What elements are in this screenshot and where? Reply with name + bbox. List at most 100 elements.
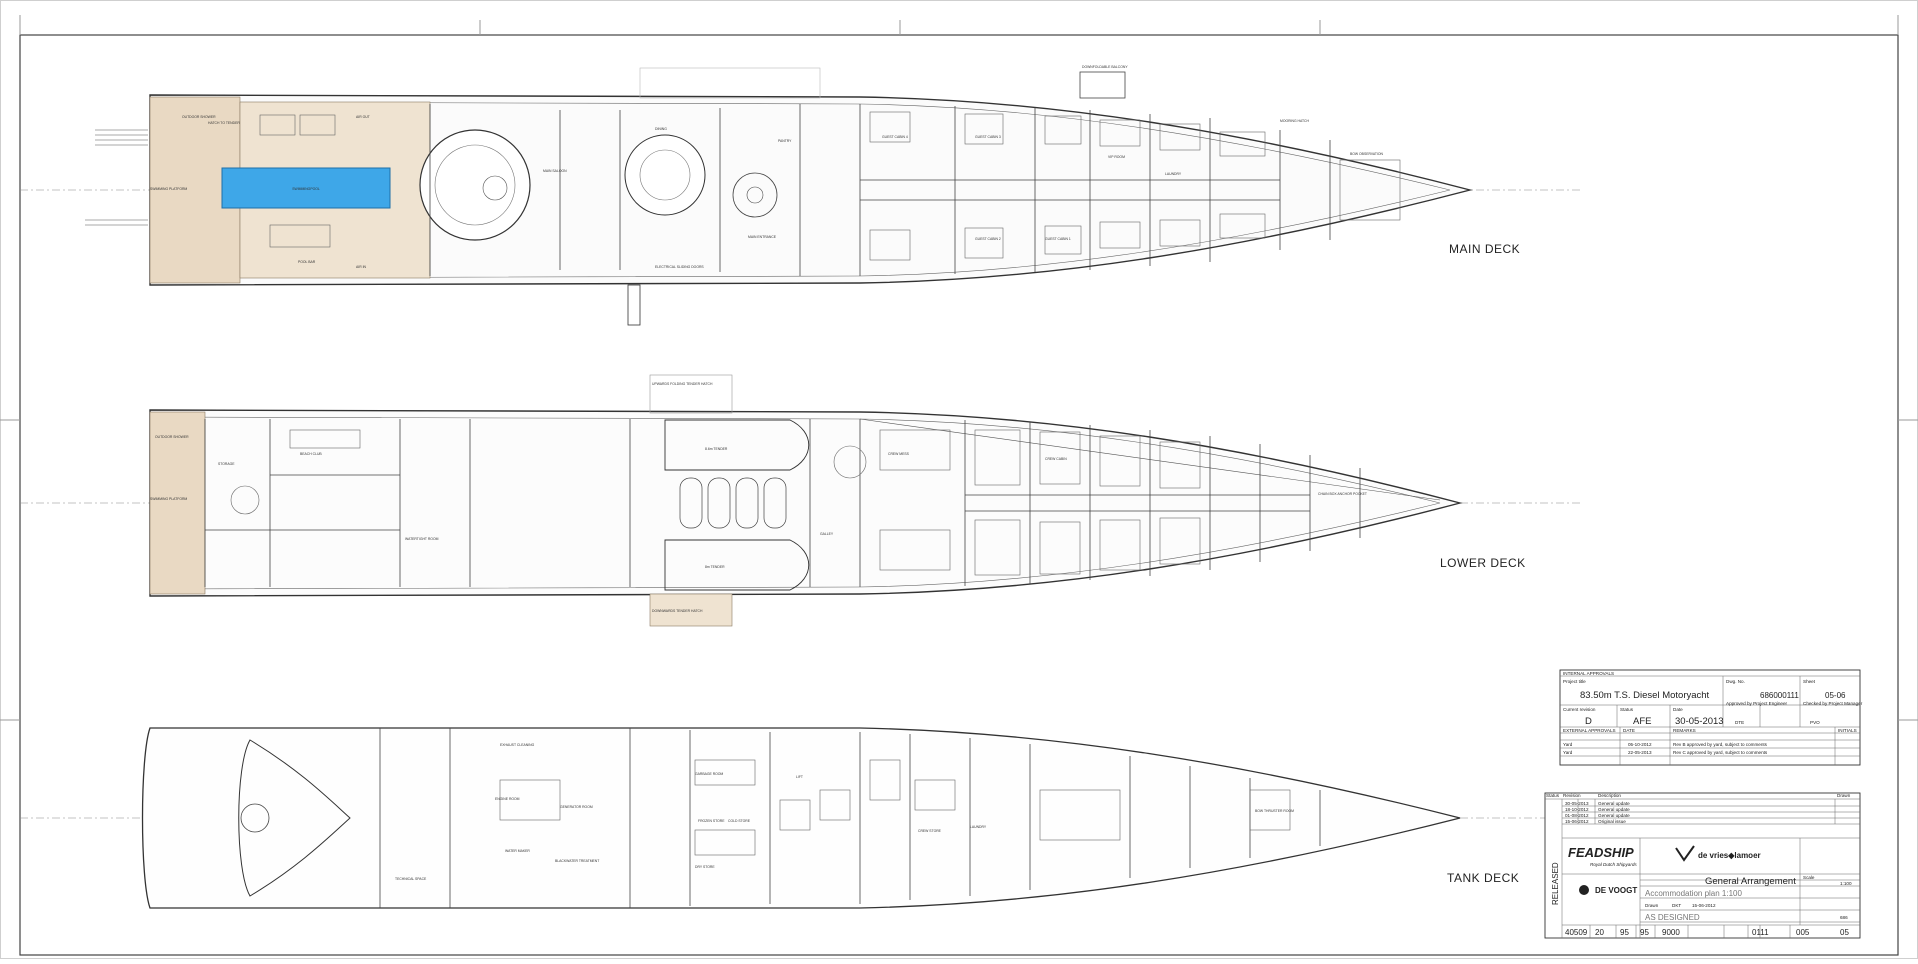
scale-label: Scale <box>1803 875 1815 880</box>
revision-3-date: 01-08-2012 <box>1565 813 1589 818</box>
main-swimming-platform-label: SWIMMING PLATFORM <box>150 187 187 191</box>
pool-bar-label: POOL BAR <box>298 260 316 264</box>
revision-4-desc: Original issue <box>1598 819 1626 824</box>
air-in-label: AIR IN <box>356 265 367 269</box>
approval-1-party: Yard <box>1563 742 1573 747</box>
devries-logo: de vries◆lamoer <box>1698 851 1761 860</box>
lower-outdoor-shower-label: OUTDOOR SHOWER <box>155 435 189 439</box>
watertight-room-label: WATERTIGHT ROOM <box>405 537 439 541</box>
date-label: Date <box>1673 707 1683 712</box>
cold-store-label: COLD STORE <box>728 819 751 823</box>
guest-cabin-3-label: GUEST CABIN 3 <box>975 135 1001 139</box>
vip-room-label: VIP ROOM <box>1108 155 1125 159</box>
date-value: 30-05-2013 <box>1675 716 1724 727</box>
beach-club-label: BEACH CLUB <box>300 452 322 456</box>
code-cell-1: 40509 <box>1565 928 1588 937</box>
scale-value: 1:100 <box>1840 881 1852 886</box>
devoogt-logo: DE VOOGT <box>1595 886 1637 895</box>
guest-cabin-2-label: GUEST CABIN 2 <box>975 237 1001 241</box>
revision-1-desc: General update <box>1598 801 1630 806</box>
code-cell-3: 95 <box>1620 928 1629 937</box>
downwards-tender-hatch-label: DOWNWARDS TENDER HATCH <box>652 609 703 613</box>
approved-engineer-label: Approved by Project Engineer <box>1726 701 1788 706</box>
electrical-sliding-doors-label: ELECTRICAL SLIDING DOORS <box>655 265 704 269</box>
generator-room-label: GENERATOR ROOM <box>560 805 593 809</box>
main-laundry-label: LAUNDRY <box>1165 172 1182 176</box>
dining-label: DINING <box>655 127 667 131</box>
main-hatch-label: HATCH TO TENDER <box>208 121 240 125</box>
drawn-label: Drawn <box>1645 903 1659 908</box>
devries-mark-icon <box>1675 845 1695 862</box>
main-deck-title: MAIN DECK <box>1449 242 1521 256</box>
technical-space-label: TECHNICAL SPACE <box>395 877 427 881</box>
main-deck-plan: SWIMMINGPOOL <box>20 65 1580 326</box>
code-cell-7: 005 <box>1796 928 1810 937</box>
main-entrance-label: MAIN ENTRANCE <box>748 235 777 239</box>
balcony-label: DOWNFOLDABLE BALCONY <box>1082 65 1128 69</box>
remarks-label: REMARKS <box>1673 728 1696 733</box>
revision-2-desc: General update <box>1598 807 1630 812</box>
external-approvals-label: EXTERNAL APPROVALS <box>1563 728 1616 733</box>
manager-initials: PVO <box>1810 720 1820 725</box>
approvals-block: INTERNAL APPROVALS Project title 83.50m … <box>1559 669 1863 766</box>
water-maker-label: WATER MAKER <box>505 849 530 853</box>
code-tail: 686 <box>1840 915 1848 920</box>
title-block: Status Revision Description Drawn 30-05-… <box>1544 792 1861 939</box>
sheet-number: 05-06 <box>1825 691 1846 700</box>
approval-2-remark: Rev C approved by yard, subject to comme… <box>1673 750 1768 755</box>
storage-label: STORAGE <box>218 462 235 466</box>
swimmingpool-label: SWIMMINGPOOL <box>292 187 320 191</box>
rev-status-header: Status <box>1546 793 1560 798</box>
as-designed-label: AS DESIGNED <box>1645 913 1700 922</box>
tank-deck-plan: EXHAUST CLEANING ENGINE ROOM GENERATOR R… <box>20 727 1580 909</box>
upward-tender-hatch-label: UPWARDS FOLDING TENDER HATCH <box>652 382 713 386</box>
air-out-label: AIR OUT <box>356 115 370 119</box>
approval-1-date: 05-10-2012 <box>1628 742 1652 747</box>
bow-observation-label: BOW OBSERVATION <box>1350 152 1384 156</box>
revision-1-date: 30-05-2013 <box>1565 801 1589 806</box>
status-value: AFE <box>1633 716 1651 727</box>
frozen-store-label: FROZEN STORE <box>698 819 725 823</box>
dining-round <box>624 134 706 216</box>
rev-drawn-header: Drawn <box>1837 793 1851 798</box>
drawing-subtitle: Accommodation plan 1:100 <box>1645 889 1743 898</box>
lift-label: LIFT <box>796 775 803 779</box>
spa-tender-label: 8.6m TENDER <box>705 447 728 451</box>
blackwater-treatment-label: BLACKWATER TREATMENT <box>555 859 599 863</box>
drawing-title: General Arrangement <box>1705 876 1796 887</box>
exhaust-cleaning-label: EXHAUST CLEANING <box>500 743 535 747</box>
rev-description-header: Description <box>1598 793 1621 798</box>
tender-8m-label: 8m TENDER <box>705 565 725 569</box>
released-stamp: RELEASED <box>1551 862 1560 905</box>
approval-2-date: 22-05-2013 <box>1628 750 1652 755</box>
main-saloon-label: MAIN SALOON <box>543 169 567 173</box>
mooring-hatch-label: MOORING HATCH <box>1280 119 1309 123</box>
garbage-room-label: GARBAGE ROOM <box>695 772 723 776</box>
drawing-no: 686000111 <box>1760 691 1799 700</box>
rev-revision-header: Revision <box>1563 793 1581 798</box>
feadship-logo: FEADSHIP <box>1568 845 1634 860</box>
dry-store-label: DRY STORE <box>695 865 715 869</box>
checked-manager-label: Checked by Project Manager <box>1803 701 1863 706</box>
tank-laundry-label: LAUNDRY <box>970 825 987 829</box>
crew-mess-label: CREW MESS <box>888 452 910 456</box>
approval-1-remark: Rev B approved by yard, subject to comme… <box>1673 742 1768 747</box>
code-cell-5: 9000 <box>1662 928 1680 937</box>
pantry-label: PANTRY <box>778 139 792 143</box>
status-label: Status <box>1620 707 1634 712</box>
code-cell-2: 20 <box>1595 928 1604 937</box>
current-revision: D <box>1585 716 1592 727</box>
drawn-by: DKT <box>1672 903 1681 908</box>
engineer-initials: DTE <box>1735 720 1744 725</box>
lower-deck-plan: OUTDOOR SHOWER SWIMMING PLATFORM STORAGE… <box>20 374 1580 627</box>
project-title-label: Project title <box>1563 679 1586 684</box>
crew-store-label: CREW STORE <box>918 829 942 833</box>
main-outdoor-shower-label: OUTDOOR SHOWER <box>182 115 216 119</box>
lower-deck-title: LOWER DECK <box>1440 556 1526 570</box>
code-cell-4: 95 <box>1640 928 1649 937</box>
ext-date-label: DATE <box>1623 728 1635 733</box>
engine-room-label: ENGINE ROOM <box>495 797 520 801</box>
main-saloon-round <box>419 129 531 241</box>
